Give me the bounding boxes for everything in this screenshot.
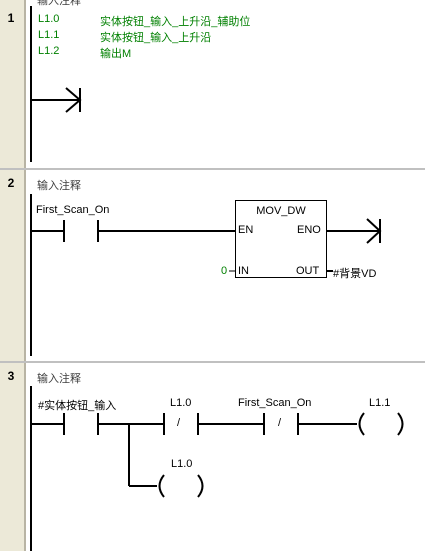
- mov-dw-box[interactable]: [235, 200, 327, 278]
- box-pin-eno: ENO: [297, 224, 321, 236]
- coil-right-arc: [197, 474, 204, 498]
- in-operand[interactable]: 0: [221, 265, 228, 277]
- box-pin-in: IN: [238, 265, 249, 277]
- coil-right-arc: [397, 412, 404, 436]
- coil-left-arc: [158, 474, 165, 498]
- symbol-desc: 实体按钮_输入_上升沿_辅助位: [100, 16, 251, 28]
- network-gutter: [0, 0, 26, 551]
- symbol-addr: L1.1: [38, 29, 60, 41]
- contact-label[interactable]: #实体按钮_输入: [38, 400, 117, 412]
- symbol-desc: 输出M: [100, 48, 132, 60]
- coil-label[interactable]: L1.1: [369, 397, 391, 409]
- symbol-addr: L1.2: [38, 45, 60, 57]
- network-number[interactable]: 1: [7, 11, 15, 25]
- contact-label[interactable]: First_Scan_On: [238, 397, 312, 409]
- box-pin-en: EN: [238, 224, 254, 236]
- network-separator: [0, 361, 425, 363]
- box-pin-out: OUT: [296, 265, 320, 277]
- out-operand[interactable]: #背景VD: [333, 268, 377, 280]
- symbol-addr: L1.0: [38, 13, 60, 25]
- coil-label[interactable]: L1.0: [171, 458, 193, 470]
- network-number[interactable]: 3: [7, 369, 15, 383]
- negation-mark: /: [177, 417, 181, 429]
- contact-label[interactable]: L1.0: [170, 397, 192, 409]
- network-separator: [0, 168, 425, 170]
- network-comment[interactable]: 输入注释: [37, 373, 81, 385]
- contact-label[interactable]: First_Scan_On: [36, 204, 110, 216]
- symbol-desc: 实体按钮_输入_上升沿: [100, 32, 212, 44]
- coil-left-arc: [358, 412, 365, 436]
- network-comment[interactable]: 输入注释: [37, 0, 81, 7]
- network-number[interactable]: 2: [7, 176, 15, 190]
- negation-mark: /: [278, 417, 282, 429]
- network-comment[interactable]: 输入注释: [37, 180, 81, 192]
- box-title: MOV_DW: [256, 205, 306, 217]
